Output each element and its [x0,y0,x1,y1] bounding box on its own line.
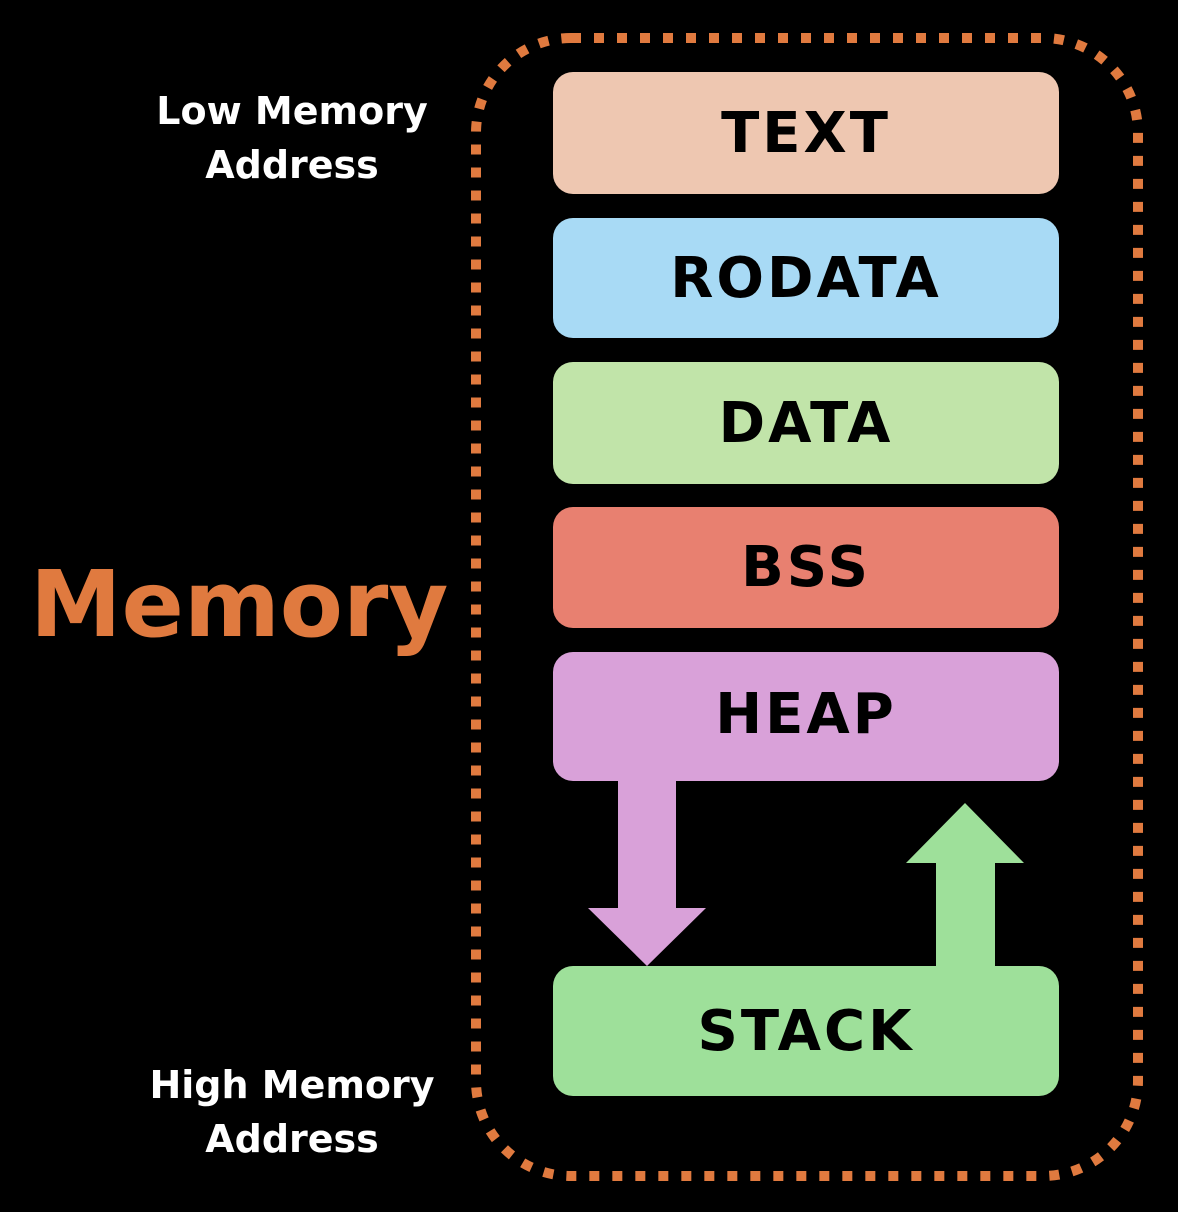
high-label-line-2: Address [205,1117,379,1161]
segment-heap: HEAP [553,652,1059,781]
low-label-line-2: Address [205,143,379,187]
segment-stack-label: STACK [697,998,915,1064]
high-label-line-1: High Memory [149,1063,435,1107]
segment-stack: STACK [553,966,1059,1096]
segment-rodata-label: RODATA [670,245,942,311]
segment-data: DATA [553,362,1059,484]
low-label-line-1: Low Memory [156,89,428,133]
segment-rodata: RODATA [553,218,1059,338]
arrow-up-icon [906,803,1024,972]
arrow-down-icon [588,770,706,966]
segment-data-label: DATA [718,390,894,456]
segment-bss-label: BSS [741,535,871,600]
segment-text: TEXT [553,72,1059,194]
segment-text-label: TEXT [721,100,891,166]
memory-title: Memory [30,551,449,658]
high-memory-address-label: High Memory Address [132,1058,452,1166]
segment-bss: BSS [553,507,1059,628]
segment-heap-label: HEAP [715,682,897,747]
low-memory-address-label: Low Memory Address [132,84,452,192]
